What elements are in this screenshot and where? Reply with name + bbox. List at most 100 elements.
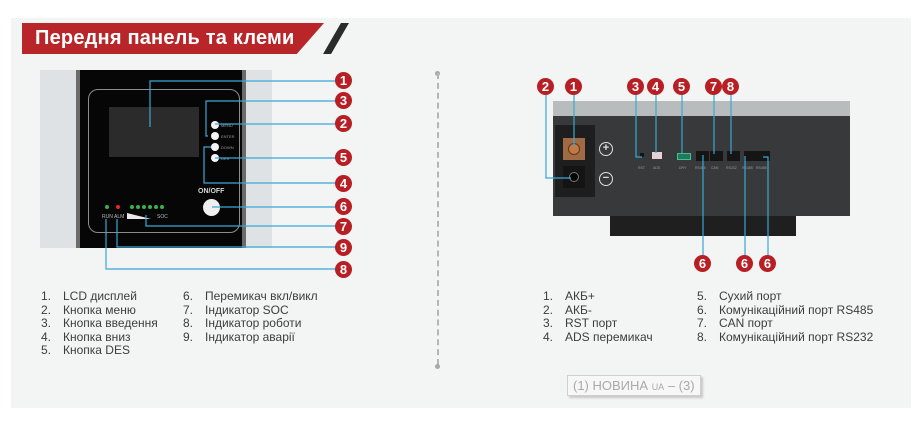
rst-port [640, 153, 644, 157]
callout-badge: 9 [335, 239, 352, 256]
legend-text: Перемикач вкл/викл [205, 289, 318, 303]
leader-line-3 [205, 100, 336, 137]
legend-text: LCD дисплей [63, 289, 137, 303]
device-top-cover [553, 101, 850, 116]
callout-badge: 6 [736, 255, 753, 272]
leader-line-7 [145, 215, 336, 227]
legend-text: ADS перемикач [565, 329, 653, 344]
dashed-divider [437, 73, 439, 365]
legend-number: 1. [41, 289, 52, 303]
soc-level-indicator [127, 213, 151, 219]
legend-number: 8. [183, 316, 194, 330]
legend-number: 3. [543, 316, 554, 330]
legend-item: 4. ADS перемикач [543, 329, 653, 345]
callout-badge: 6 [759, 255, 776, 272]
legend-text: Кнопка DES [63, 343, 130, 357]
port-label: ADS [653, 166, 661, 170]
control-panel-frame [88, 89, 240, 233]
legend-text: RST порт [565, 316, 618, 330]
plus-icon: + [599, 142, 613, 156]
rs485-port [744, 151, 757, 161]
leader-line-b6c [763, 156, 769, 258]
callout-badge: 2 [537, 78, 554, 95]
legend-number: 4. [543, 329, 554, 344]
divider-dot-bottom [435, 364, 440, 369]
callout-badge: 5 [673, 78, 690, 95]
legend-text: Кнопка введення [63, 316, 158, 330]
leader-line-9 [116, 219, 336, 248]
run-led [105, 205, 109, 209]
legend-item: 6.Комунікаційний порт RS485 [697, 302, 874, 318]
soc-label: SOC [157, 214, 168, 220]
callout-badge: 7 [335, 218, 352, 235]
rs232-port [727, 151, 740, 161]
legend-text: АКБ+ [565, 289, 595, 303]
legend-item: 3.Кнопка введення [41, 316, 158, 331]
legend-number: 7. [697, 316, 708, 330]
soc-led [142, 205, 146, 209]
port-label: RST [638, 166, 645, 170]
soc-led [148, 205, 152, 209]
callout-badge: 4 [647, 78, 664, 95]
ads-switch [652, 152, 662, 159]
legend-number: 1. [543, 289, 554, 303]
legend-number: 4. [41, 329, 52, 344]
callout-badge: 3 [335, 92, 352, 109]
legend-item: 1. АКБ+ [543, 289, 653, 304]
source-watermark[interactable]: (1) НОВИНА UA – (3) [567, 375, 701, 396]
legend-item: 8. Комунікаційний порт RS232 [697, 329, 874, 345]
legend-number: 8. [697, 329, 708, 344]
front-panel-legend-col1: 1. LCD дисплей 2.Кнопка меню 3.Кнопка вве… [41, 289, 158, 358]
terminals-legend-col1: 1. АКБ+ 2.АКБ- 3. RST порт 4. ADS перемикач [543, 289, 653, 345]
front-panel-legend-col2: 6.Перемикач вкл/викл 7.Індикатор SOC 8. І… [183, 289, 318, 345]
leader-line-4 [203, 146, 336, 184]
terminals-legend-col2: 5.Сухий порт 6.Комунікаційний порт RS485… [697, 289, 874, 345]
enter-button [211, 132, 219, 140]
watermark-suffix: – (3) [664, 378, 695, 393]
legend-text: Індикатор аварії [205, 329, 295, 344]
alarm-led [116, 205, 120, 209]
legend-item: 2.Кнопка меню [41, 303, 158, 318]
device-bottom-panel [553, 116, 850, 216]
minus-icon: − [599, 172, 613, 186]
legend-text: Комунікаційний порт RS485 [719, 302, 874, 317]
negative-terminal-connector [569, 172, 579, 182]
legend-text: Індикатор SOC [205, 302, 289, 317]
down-button-label: DOWN [221, 145, 234, 150]
legend-item: 3. RST порт [543, 316, 653, 331]
callout-badge: 4 [335, 175, 352, 192]
port-label: RS485 [756, 166, 767, 170]
legend-number: 5. [41, 343, 52, 357]
legend-text: Кнопка вниз [63, 329, 131, 344]
run-label: RUN [102, 214, 113, 220]
section-title-banner: Передня панель та клеми [22, 23, 349, 54]
soc-led [154, 205, 158, 209]
callout-badge: 3 [627, 78, 644, 95]
leader-line-t3 [635, 87, 642, 158]
port-label: CAN [711, 166, 719, 170]
legend-item: 7.Індикатор SOC [183, 302, 318, 318]
legend-number: 9. [183, 329, 194, 344]
callout-badge: 1 [335, 72, 352, 89]
legend-text: Сухий порт [719, 289, 782, 303]
legend-number: 2. [543, 302, 554, 317]
callout-badge: 6 [335, 198, 352, 215]
legend-item: 9. Індикатор аварії [183, 329, 318, 345]
callout-badge: 5 [335, 149, 352, 166]
legend-item: 5.Сухий порт [697, 289, 873, 304]
legend-item: 7.CAN порт [697, 316, 873, 331]
leader-line-1 [149, 80, 336, 127]
device-front-face [76, 70, 246, 248]
soc-led [130, 205, 134, 209]
legend-item: 4. Кнопка вниз [41, 329, 158, 345]
legend-text: Комунікаційний порт RS232 [719, 329, 874, 344]
menu-button [211, 121, 219, 129]
rs485-port [757, 151, 770, 161]
down-button [211, 143, 219, 151]
port-label: RS232 [726, 166, 737, 170]
onoff-switch [203, 199, 220, 216]
callout-badge: 1 [565, 78, 582, 95]
legend-item: 2.АКБ- [543, 302, 653, 318]
watermark-ua: UA [651, 382, 665, 392]
legend-item: 6.Перемикач вкл/викл [183, 289, 318, 304]
